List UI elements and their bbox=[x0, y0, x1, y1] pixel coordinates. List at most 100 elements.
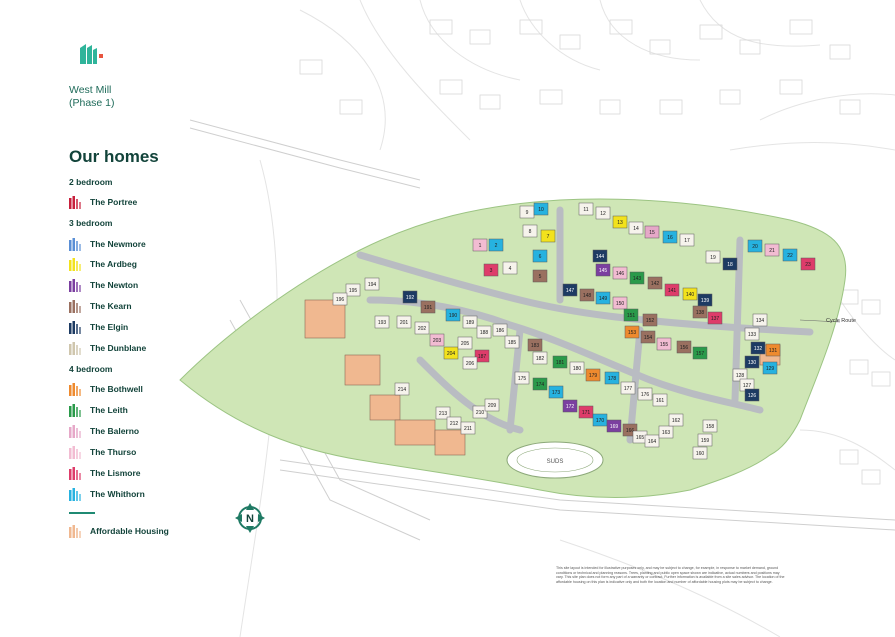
plot[interactable]: 156 bbox=[676, 340, 692, 354]
plot[interactable]: 130 bbox=[744, 355, 760, 369]
plot[interactable]: 165 bbox=[632, 430, 648, 444]
plot[interactable]: 188 bbox=[476, 325, 492, 339]
plot[interactable]: 9 bbox=[519, 205, 535, 219]
plot[interactable]: 177 bbox=[620, 381, 636, 395]
plot[interactable]: 11 bbox=[578, 202, 594, 216]
plot[interactable]: 139 bbox=[697, 293, 713, 307]
plot[interactable]: 10 bbox=[533, 202, 549, 216]
plot[interactable]: 214 bbox=[394, 382, 410, 396]
plot[interactable]: 154 bbox=[640, 330, 656, 344]
plot[interactable]: 192 bbox=[402, 290, 418, 304]
plot[interactable]: 137 bbox=[707, 311, 723, 325]
plot[interactable]: 16 bbox=[662, 230, 678, 244]
plot[interactable]: 155 bbox=[656, 337, 672, 351]
plot[interactable]: 17 bbox=[679, 233, 695, 247]
plot[interactable]: 19 bbox=[705, 250, 721, 264]
plot[interactable]: 181 bbox=[552, 355, 568, 369]
plot[interactable]: 212 bbox=[446, 416, 462, 430]
plot[interactable]: 152 bbox=[642, 313, 658, 327]
plot[interactable]: 160 bbox=[692, 446, 708, 460]
plot[interactable]: 193 bbox=[374, 315, 390, 329]
plot[interactable]: 1 bbox=[472, 238, 488, 252]
plot[interactable]: 187 bbox=[474, 349, 490, 363]
plot[interactable]: 162 bbox=[668, 413, 684, 427]
plot[interactable]: 209 bbox=[484, 398, 500, 412]
plot[interactable]: 126 bbox=[744, 388, 760, 402]
plot[interactable]: 18 bbox=[722, 257, 738, 271]
plot[interactable]: 203 bbox=[429, 333, 445, 347]
plot[interactable]: 164 bbox=[644, 434, 660, 448]
plot[interactable]: 2 bbox=[488, 238, 504, 252]
plot[interactable]: 144 bbox=[592, 249, 608, 263]
plot[interactable]: 206 bbox=[462, 356, 478, 370]
plot[interactable]: 147 bbox=[562, 283, 578, 297]
plot[interactable]: 138 bbox=[692, 305, 708, 319]
plot[interactable]: 195 bbox=[345, 283, 361, 297]
plot[interactable]: 132 bbox=[750, 341, 766, 355]
plot[interactable]: 186 bbox=[492, 323, 508, 337]
plot[interactable]: 173 bbox=[548, 385, 564, 399]
plot[interactable]: 185 bbox=[504, 335, 520, 349]
plot[interactable]: 178 bbox=[604, 371, 620, 385]
plot[interactable]: 211 bbox=[460, 421, 476, 435]
plot[interactable]: 204 bbox=[443, 346, 459, 360]
plot[interactable]: 133 bbox=[744, 327, 760, 341]
plot[interactable]: 8 bbox=[522, 224, 538, 238]
plot[interactable]: 5 bbox=[532, 269, 548, 283]
plot[interactable]: 213 bbox=[435, 406, 451, 420]
plot[interactable]: 134 bbox=[752, 313, 768, 327]
plot[interactable]: 142 bbox=[647, 276, 663, 290]
plot[interactable]: 163 bbox=[658, 425, 674, 439]
plot[interactable]: 148 bbox=[579, 288, 595, 302]
plot[interactable]: 151 bbox=[623, 308, 639, 322]
plot[interactable]: 171 bbox=[578, 405, 594, 419]
plot[interactable]: 146 bbox=[612, 266, 628, 280]
plot[interactable]: 20 bbox=[747, 239, 763, 253]
plot[interactable]: 140 bbox=[682, 287, 698, 301]
plot[interactable]: 176 bbox=[637, 387, 653, 401]
plot[interactable]: 14 bbox=[628, 221, 644, 235]
plot[interactable]: 205 bbox=[457, 336, 473, 350]
plot[interactable]: 182 bbox=[532, 351, 548, 365]
plot[interactable]: 128 bbox=[732, 368, 748, 382]
plot[interactable]: 157 bbox=[692, 346, 708, 360]
plot[interactable]: 150 bbox=[612, 296, 628, 310]
plot[interactable]: 13 bbox=[612, 215, 628, 229]
plot[interactable]: 196 bbox=[332, 292, 348, 306]
plot[interactable]: 180 bbox=[569, 361, 585, 375]
plot[interactable]: 172 bbox=[562, 399, 578, 413]
plot[interactable]: 169 bbox=[606, 419, 622, 433]
plot[interactable]: 23 bbox=[800, 257, 816, 271]
plot[interactable]: 12 bbox=[595, 206, 611, 220]
plot[interactable]: 210 bbox=[472, 405, 488, 419]
plot[interactable]: 161 bbox=[652, 393, 668, 407]
plot[interactable]: 202 bbox=[414, 321, 430, 335]
plot[interactable]: 141 bbox=[664, 283, 680, 297]
plot[interactable]: 159 bbox=[697, 433, 713, 447]
plot[interactable]: 190 bbox=[445, 308, 461, 322]
plot[interactable]: 22 bbox=[782, 248, 798, 262]
plot[interactable]: 201 bbox=[396, 315, 412, 329]
plot[interactable]: 4 bbox=[502, 261, 518, 275]
plot[interactable]: 153 bbox=[624, 325, 640, 339]
plot[interactable]: 183 bbox=[527, 338, 543, 352]
plot[interactable]: 189 bbox=[462, 315, 478, 329]
plot[interactable]: 7 bbox=[540, 229, 556, 243]
plot[interactable]: 179 bbox=[585, 368, 601, 382]
plot[interactable]: 3 bbox=[483, 263, 499, 277]
plot[interactable]: 21 bbox=[764, 243, 780, 257]
plot[interactable]: 175 bbox=[514, 371, 530, 385]
plot[interactable]: 143 bbox=[629, 271, 645, 285]
plot[interactable]: 194 bbox=[364, 277, 380, 291]
plot[interactable]: 149 bbox=[595, 291, 611, 305]
plot[interactable]: 15 bbox=[644, 225, 660, 239]
plot[interactable]: 129 bbox=[762, 361, 778, 375]
plot[interactable]: 174 bbox=[532, 377, 548, 391]
plot[interactable]: 170 bbox=[592, 413, 608, 427]
plot[interactable]: 6 bbox=[532, 249, 548, 263]
plot[interactable]: 145 bbox=[595, 263, 611, 277]
plot[interactable]: 191 bbox=[420, 300, 436, 314]
plot[interactable]: 158 bbox=[702, 419, 718, 433]
house-type-icon bbox=[69, 300, 81, 313]
plot[interactable]: 131 bbox=[765, 343, 781, 357]
